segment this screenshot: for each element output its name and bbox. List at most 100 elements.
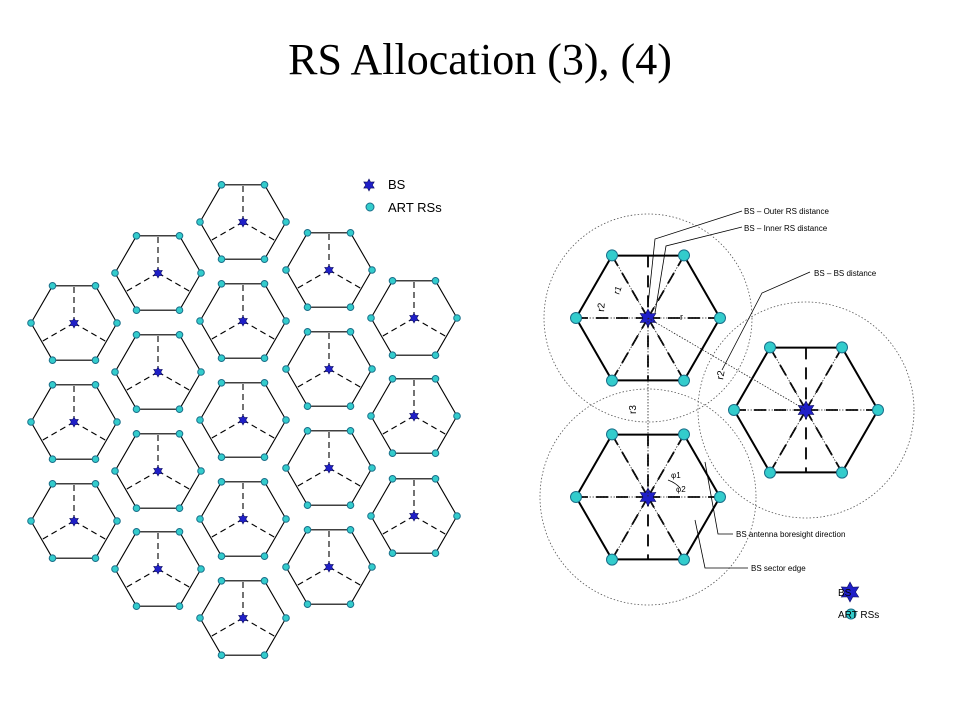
rs-node <box>196 317 204 325</box>
hex-cell <box>196 280 290 363</box>
rs-node <box>836 466 848 479</box>
bs-icon <box>153 465 163 477</box>
rs-node <box>714 491 726 503</box>
bs-icon <box>797 400 815 420</box>
rs-node <box>217 651 226 660</box>
rs-node <box>197 565 205 573</box>
rs-node <box>175 602 184 611</box>
rs-node <box>453 512 461 520</box>
rs-node <box>111 269 119 277</box>
hex-cell <box>196 379 290 462</box>
bs-icon <box>69 515 79 527</box>
rs-node <box>27 517 35 525</box>
symbol-r2-left: r2 <box>596 302 608 312</box>
rs-node <box>260 354 269 363</box>
rs-node <box>132 306 141 315</box>
rs-node <box>388 449 397 458</box>
rs-node <box>91 480 100 488</box>
rs-node <box>260 651 269 660</box>
rs-node <box>836 341 848 354</box>
rs-node <box>282 563 290 571</box>
rs-node <box>217 478 226 486</box>
rs-node <box>872 404 884 416</box>
hex-cell <box>367 375 461 458</box>
rs-node <box>132 430 141 438</box>
bs-icon <box>324 264 334 276</box>
symbol-r3: r3 <box>628 405 639 414</box>
rs-node <box>175 232 184 240</box>
rs-node <box>260 255 269 264</box>
symbol-r: r <box>680 312 683 322</box>
rs-node <box>132 528 141 536</box>
rs-node <box>431 375 440 383</box>
rs-node <box>111 565 119 573</box>
rs-node <box>113 418 121 426</box>
rs-node <box>346 526 355 534</box>
rs-node <box>346 600 355 609</box>
rs-node <box>27 418 35 426</box>
rs-node <box>48 356 57 365</box>
rs-node <box>453 314 461 322</box>
rs-node <box>196 218 204 226</box>
detail-cell <box>728 341 884 479</box>
rs-node <box>217 453 226 462</box>
hex-cell <box>196 181 290 264</box>
bs-icon <box>409 410 419 422</box>
rs-node <box>217 181 226 189</box>
rs-node <box>303 402 312 411</box>
rs-node <box>91 455 100 464</box>
rs-node <box>431 549 440 558</box>
rs-node <box>113 517 121 525</box>
rs-node <box>197 467 205 475</box>
rs-node <box>282 515 290 523</box>
symbol-phi2: φ2 <box>676 485 686 494</box>
rs-node <box>368 365 376 373</box>
rs-node <box>678 553 690 566</box>
bs-icon <box>153 267 163 279</box>
coverage-circles <box>539 213 915 606</box>
callout-bs-bs-distance: BS – BS distance <box>814 269 877 278</box>
rs-node <box>282 218 290 226</box>
hex-cell <box>111 232 205 315</box>
rs-node <box>368 464 376 472</box>
rs-node <box>388 549 397 558</box>
rs-node <box>367 412 375 420</box>
rs-node <box>91 282 100 290</box>
hex-cell <box>367 277 461 360</box>
rs-node <box>91 356 100 365</box>
rs-node <box>175 331 184 339</box>
bs-icon <box>409 510 419 522</box>
rs-node <box>388 277 397 285</box>
rs-node <box>260 280 269 288</box>
rs-node <box>260 181 269 189</box>
rs-node <box>91 554 100 563</box>
bs-icon <box>69 416 79 428</box>
rs-node <box>48 381 57 389</box>
hex-cell <box>111 430 205 513</box>
rs-node <box>113 319 121 327</box>
legend-bs-label: BS <box>388 177 406 192</box>
rs-node <box>367 512 375 520</box>
rs-node <box>678 428 690 441</box>
rs-node <box>764 341 776 354</box>
rs-node <box>728 404 740 416</box>
rs-node <box>346 402 355 411</box>
rs-node <box>197 368 205 376</box>
rs-node <box>282 266 290 274</box>
legend-bs-icon <box>363 178 375 192</box>
callout-sector-edge: BS sector edge <box>751 564 806 573</box>
rs-node <box>388 475 397 483</box>
rs-node <box>132 232 141 240</box>
symbol-phi1: φ1 <box>671 471 681 480</box>
symbol-r1: r1 <box>611 285 623 296</box>
rs-node <box>303 303 312 312</box>
rs-node <box>48 480 57 488</box>
rs-node <box>346 427 355 435</box>
rs-node <box>217 280 226 288</box>
rs-node <box>282 464 290 472</box>
rs-node <box>175 430 184 438</box>
hex-cell <box>196 478 290 561</box>
rs-node <box>196 515 204 523</box>
rs-node <box>217 577 226 585</box>
